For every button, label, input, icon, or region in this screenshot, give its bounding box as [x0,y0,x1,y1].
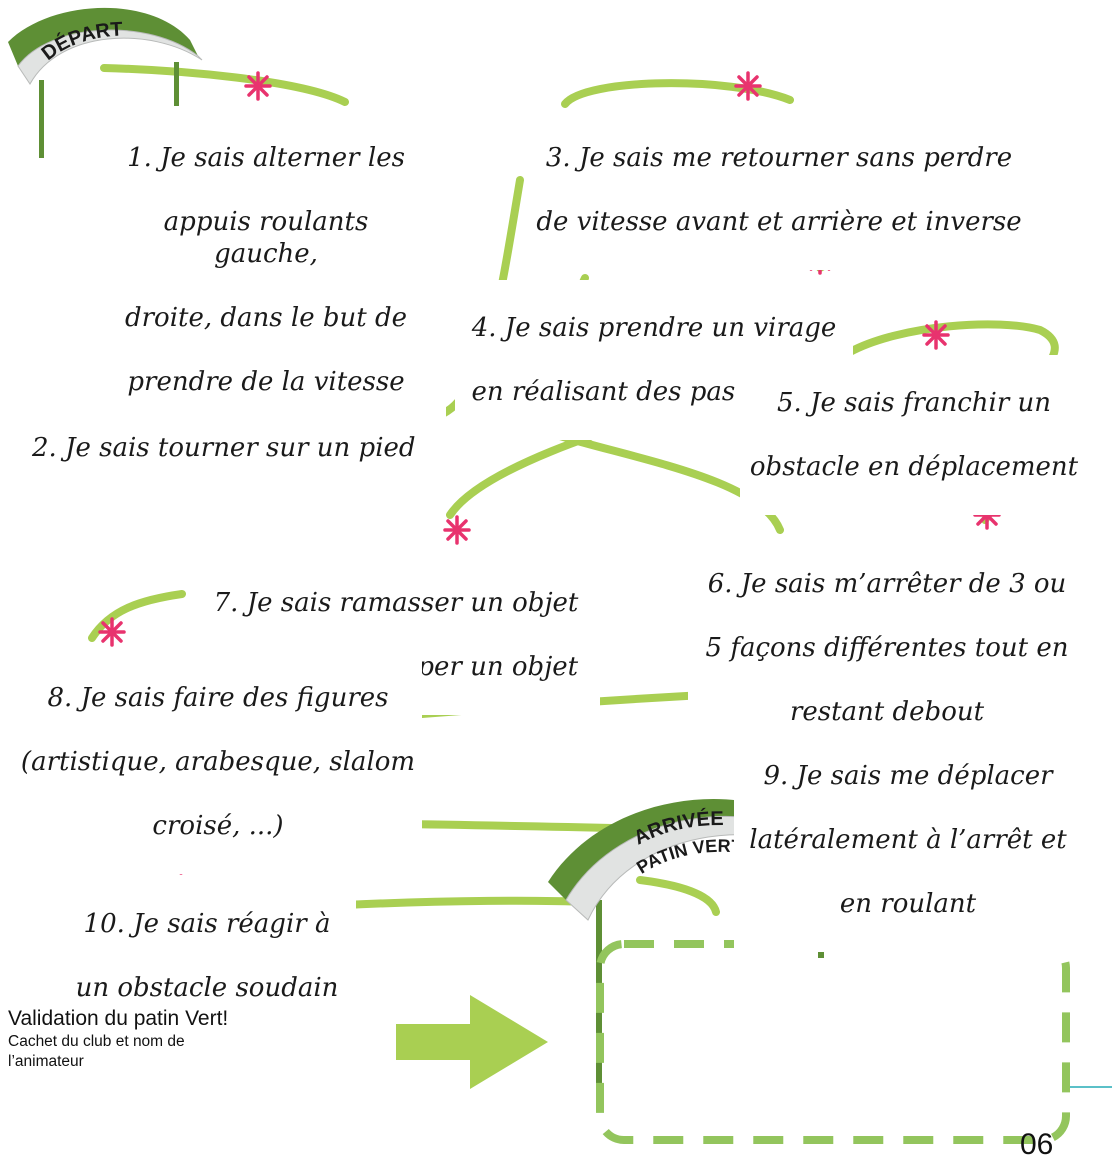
track-segment [88,590,186,642]
step-6: 6. Je sais m’arrêter de 3 ou 5 façons di… [688,536,1086,760]
track-segment [100,64,349,106]
checkpoint-star [443,515,471,545]
checkpoint-star [244,71,272,101]
track-segment [636,876,720,916]
step-8: 8. Je sais faire des figures (artistique… [14,650,422,874]
checkpoint-star [922,320,950,350]
step-9: 9. Je sais me déplacer latéralement à l’… [734,728,1082,952]
validation-block: Validation du patin Vert! Cachet du club… [8,1006,308,1072]
track-segment [561,79,794,108]
validation-subtitle-line1: Cachet du club et nom de [8,1033,185,1050]
arrow-right-icon [396,995,548,1089]
validation-subtitle-line2: l’animateur [8,1053,84,1070]
checkpoint-star [734,71,762,101]
page-number: 06 [1020,1128,1054,1161]
step-4: 4. Je sais prendre un virage en réalisan… [455,280,853,440]
step-5: 5. Je sais franchir un obstacle en dépla… [740,355,1088,515]
track-segment [846,320,1059,362]
step-2: 2. Je sais tourner sur un pied [28,400,446,496]
track-segment [341,896,594,909]
stamp-box [596,940,1070,1144]
step-10: 10. Je sais réagir à un obstacle soudain [58,876,356,1036]
validation-title: Validation du patin Vert! [8,1007,229,1030]
step-3: 3. Je sais me retourner sans perdre de v… [525,110,1033,270]
step-1: 1. Je sais alterner les appuis roulants … [112,110,420,430]
checkpoint-star [98,617,126,647]
